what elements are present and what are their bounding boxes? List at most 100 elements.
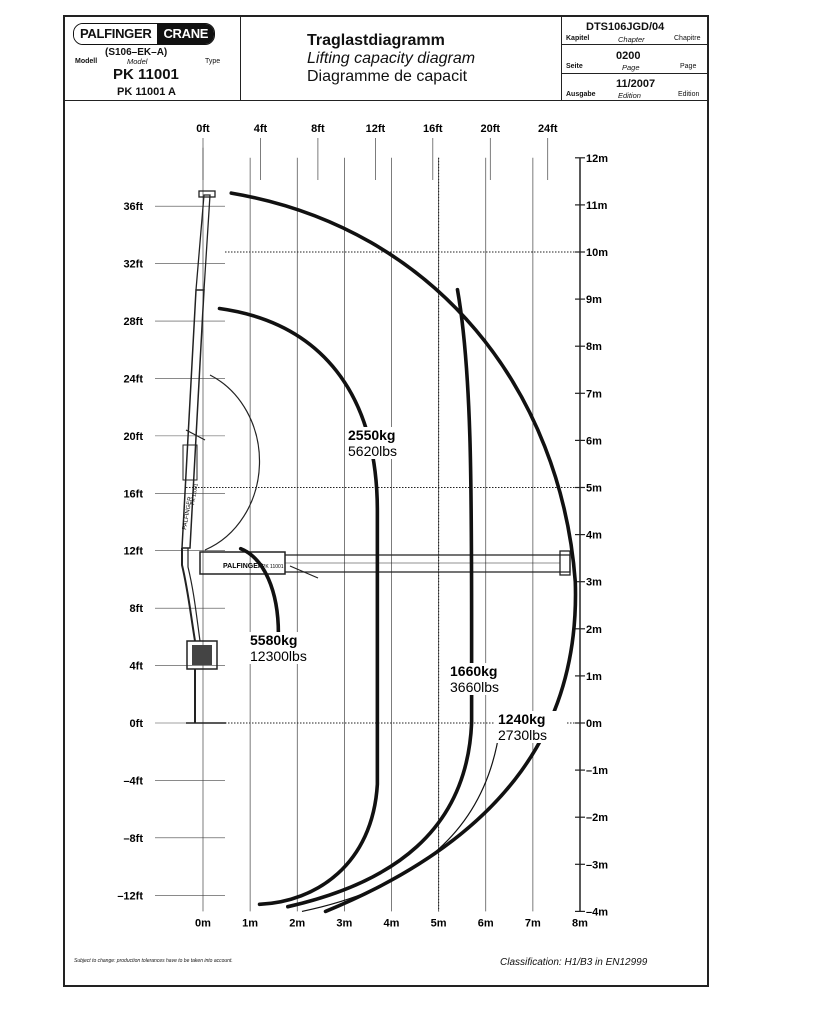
zone-lbs-label: 12300lbs <box>250 648 307 664</box>
label-model: Model <box>127 57 148 66</box>
page-number: 0200 <box>616 50 641 62</box>
palfinger-crane-logo: PALFINGER CRANE <box>73 23 216 45</box>
zone-label-bg <box>447 663 519 695</box>
y-tick-ft: 28ft <box>123 316 143 328</box>
y-tick-ft: 8ft <box>130 603 144 615</box>
x-tick-ft: 16ft <box>423 123 443 135</box>
label-type: Type <box>205 58 221 65</box>
x-tick-m: 5m <box>431 917 447 929</box>
label-chapitre: Chapitre <box>674 35 701 42</box>
label-edition: Edition <box>618 91 641 100</box>
capacity-curve-4 <box>229 191 578 914</box>
title-fr: Diagramme de capacit <box>307 68 468 85</box>
chart-grid <box>155 138 585 913</box>
y-tick-m: 0m <box>586 718 602 730</box>
x-tick-m: 4m <box>384 917 400 929</box>
logo-text-right: CRANE <box>157 24 215 44</box>
y-tick-m: 7m <box>586 388 602 400</box>
model-main: PK 11001 <box>113 66 179 83</box>
y-tick-ft: –4ft <box>123 775 143 787</box>
y-tick-ft: –8ft <box>123 833 143 845</box>
capacity-curves <box>217 191 578 914</box>
y-tick-m: 11m <box>586 200 608 212</box>
zone-kg-label: 1660kg <box>450 663 497 679</box>
zone-lbs-label: 2730lbs <box>498 727 547 743</box>
zone-lbs-label: 5620lbs <box>348 443 397 459</box>
label-seite: Seite <box>566 63 583 70</box>
capacity-curve-2 <box>217 306 380 907</box>
y-tick-ft: 24ft <box>123 373 143 385</box>
doc-code: DTS106JGD/04 <box>586 21 665 33</box>
zone-label-bg <box>495 711 567 743</box>
label-modell: Modell <box>75 58 98 65</box>
label-edition-fr: Edition <box>678 91 700 98</box>
y-tick-m: 8m <box>586 341 602 353</box>
boom-brand-label: PALFINGER <box>223 563 263 570</box>
x-tick-ft: 0ft <box>196 123 210 135</box>
y-tick-ft: 36ft <box>123 201 143 213</box>
y-tick-m: –1m <box>586 765 608 777</box>
zone-lbs-label: 3660lbs <box>450 679 499 695</box>
y-tick-m: 10m <box>586 247 608 259</box>
footer-note: Subject to change: production tolerances… <box>74 958 233 964</box>
capacity-curve-1 <box>238 546 281 636</box>
label-page-fr: Page <box>680 63 697 70</box>
y-tick-ft: 16ft <box>123 488 143 500</box>
y-tick-ft: 20ft <box>123 431 143 443</box>
x-tick-ft: 12ft <box>366 123 386 135</box>
y-tick-m: –4m <box>586 906 608 918</box>
boom-model-label: PK 11001 <box>262 564 284 570</box>
capacity-curve-3 <box>286 287 474 909</box>
y-tick-ft: 32ft <box>123 259 143 271</box>
label-chapter: Chapter <box>618 35 645 44</box>
model-code: (S106–EK–A) <box>105 47 168 58</box>
model-alt: PK 11001 A <box>117 86 176 98</box>
y-tick-ft: 0ft <box>130 718 144 730</box>
y-tick-m: 5m <box>586 483 602 495</box>
label-kapitel: Kapitel <box>566 35 590 42</box>
y-tick-m: 1m <box>586 671 602 683</box>
logo-text-left: PALFINGER <box>74 24 158 44</box>
zone-kg-label: 2550kg <box>348 427 395 443</box>
x-tick-ft: 4ft <box>254 123 268 135</box>
crane-base-icon <box>186 640 218 670</box>
zone-kg-label: 1240kg <box>498 711 545 727</box>
x-tick-m: 8m <box>572 917 588 929</box>
y-tick-m: 12m <box>586 153 608 165</box>
x-tick-ft: 8ft <box>311 123 325 135</box>
capacity-sheet: PALFINGER CRANE (S106–EK–A) Modell Model… <box>63 15 709 987</box>
x-tick-m: 0m <box>195 917 211 929</box>
x-tick-ft: 24ft <box>538 123 558 135</box>
header-model-block: PALFINGER CRANE (S106–EK–A) Modell Model… <box>65 17 241 101</box>
title-de: Traglastdiagramm <box>307 32 445 49</box>
y-tick-m: 2m <box>586 624 602 636</box>
x-tick-m: 7m <box>525 917 541 929</box>
header-title-block: Traglastdiagramm Lifting capacity diagra… <box>241 17 561 101</box>
y-tick-m: –2m <box>586 812 608 824</box>
edition-date: 11/2007 <box>616 78 656 90</box>
y-tick-m: –3m <box>586 859 608 871</box>
label-ausgabe: Ausgabe <box>566 91 596 98</box>
raised-boom-label: PALFINGER <box>182 496 194 531</box>
axis-labels: 0m 1m 2m 3m 4m 5m 6m 7m 8m 12m 11m 10m 9m 8m 7m 6m 5m 4m 3… <box>117 123 608 929</box>
y-tick-ft: –12ft <box>117 890 143 902</box>
classification: Classification: H1/B3 in EN12999 <box>500 957 648 968</box>
x-tick-m: 2m <box>289 917 305 929</box>
y-tick-m: 4m <box>586 530 602 542</box>
header-doc-block: DTS106JGD/04 Kapitel Chapter Chapitre 02… <box>561 17 709 101</box>
y-tick-m: 6m <box>586 435 602 447</box>
zone-label-bg <box>247 632 319 664</box>
x-tick-m: 3m <box>336 917 352 929</box>
y-tick-m: 9m <box>586 294 602 306</box>
y-tick-ft: 4ft <box>130 661 144 673</box>
y-tick-m: 3m <box>586 577 602 589</box>
crane-drawing: PALFINGER PK 11001 PALFINGER PK 11001 <box>181 190 571 724</box>
zone-kg-label: 5580kg <box>250 632 297 648</box>
x-tick-m: 1m <box>242 917 258 929</box>
raised-boom-model: PK 11001 <box>190 483 200 506</box>
x-tick-ft: 20ft <box>480 123 500 135</box>
x-tick-m: 6m <box>478 917 494 929</box>
capacity-curve-thin <box>301 727 501 912</box>
